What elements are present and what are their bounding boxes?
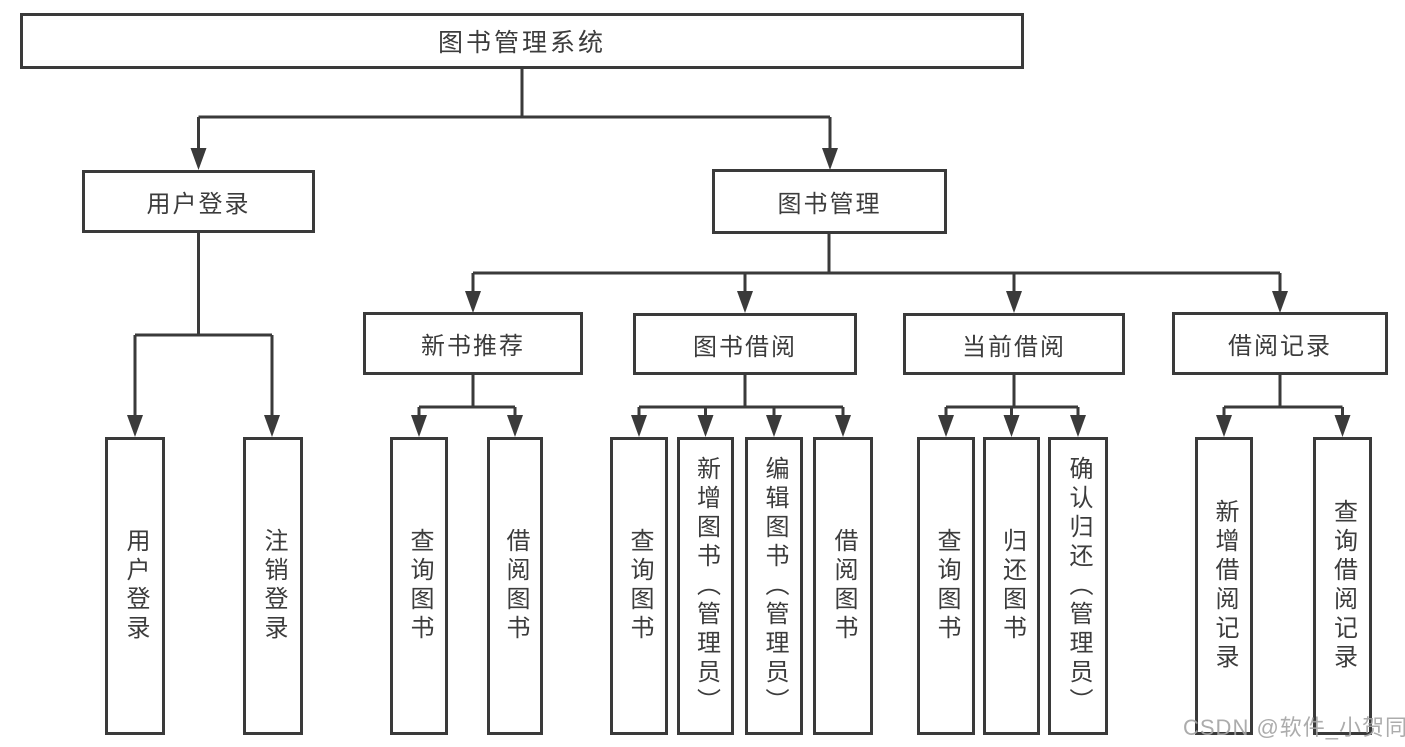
node-library-system: 图书管理系统 — [20, 13, 1024, 69]
node-user-login-label: 用户登录 — [146, 191, 251, 218]
node-logout-leaf: 注销登录 — [243, 437, 303, 735]
node-query-books-recommend: 查询图书 — [390, 437, 448, 735]
connector-new-book-recommendation — [417, 375, 517, 422]
node-borrow-books-leaf: 借阅图书 — [813, 437, 873, 735]
arrowheads — [127, 148, 1351, 437]
node-confirm-return-admin: 确认归还（管理员） — [1048, 437, 1108, 735]
node-edit-book-admin-label: 编辑图书（管理员） — [761, 455, 788, 717]
node-book-borrowing-label: 图书借阅 — [693, 333, 797, 361]
node-add-borrow-record: 新增借阅记录 — [1195, 437, 1253, 735]
node-query-borrow-record: 查询借阅记录 — [1313, 437, 1372, 735]
node-new-book-recommendation-label: 新书推荐 — [421, 333, 525, 360]
node-user-login-leaf-label: 用户登录 — [122, 528, 149, 644]
node-borrow-books-recommend: 借阅图书 — [487, 437, 543, 735]
connector-user-login — [133, 233, 274, 422]
node-query-books-current: 查询图书 — [917, 437, 975, 735]
connector-book-management — [471, 234, 1282, 298]
node-user-login-leaf: 用户登录 — [105, 437, 165, 735]
node-confirm-return-admin-label: 确认归还（管理员） — [1065, 455, 1092, 717]
connector-borrowing-records — [1222, 375, 1344, 422]
node-current-borrowing-label: 当前借阅 — [962, 333, 1066, 361]
node-book-borrowing: 图书借阅 — [633, 313, 857, 375]
node-library-system-label: 图书管理系统 — [437, 29, 606, 57]
node-borrowing-records: 借阅记录 — [1172, 312, 1388, 375]
node-add-book-admin-label: 新增图书（管理员） — [692, 455, 720, 717]
node-user-login: 用户登录 — [82, 170, 315, 233]
node-borrow-books-recommend-label: 借阅图书 — [502, 528, 529, 644]
node-add-book-admin: 新增图书（管理员） — [677, 437, 734, 735]
node-new-book-recommendation: 新书推荐 — [363, 312, 583, 375]
connector-current-borrowing — [944, 375, 1080, 422]
connector-root — [197, 69, 832, 155]
node-query-books-borrowing-label: 查询图书 — [626, 528, 653, 644]
node-return-books-label: 归还图书 — [998, 528, 1026, 644]
node-query-books-current-label: 查询图书 — [933, 528, 960, 644]
node-book-management: 图书管理 — [712, 169, 947, 234]
node-add-borrow-record-label: 新增借阅记录 — [1211, 499, 1238, 673]
node-query-borrow-record-label: 查询借阅记录 — [1329, 499, 1357, 673]
node-query-books-recommend-label: 查询图书 — [406, 528, 433, 644]
node-return-books: 归还图书 — [983, 437, 1040, 735]
node-edit-book-admin: 编辑图书（管理员） — [745, 437, 803, 735]
node-logout-leaf-label: 注销登录 — [260, 528, 287, 644]
node-borrowing-records-label: 借阅记录 — [1228, 333, 1332, 360]
node-query-books-borrowing: 查询图书 — [610, 437, 668, 735]
watermark-text: CSDN @软件_小贺同学 — [1183, 715, 1405, 740]
node-borrow-books-leaf-label: 借阅图书 — [830, 528, 857, 644]
node-current-borrowing: 当前借阅 — [903, 313, 1125, 375]
connector-book-borrowing — [637, 375, 845, 422]
node-book-management-label: 图书管理 — [777, 191, 882, 218]
